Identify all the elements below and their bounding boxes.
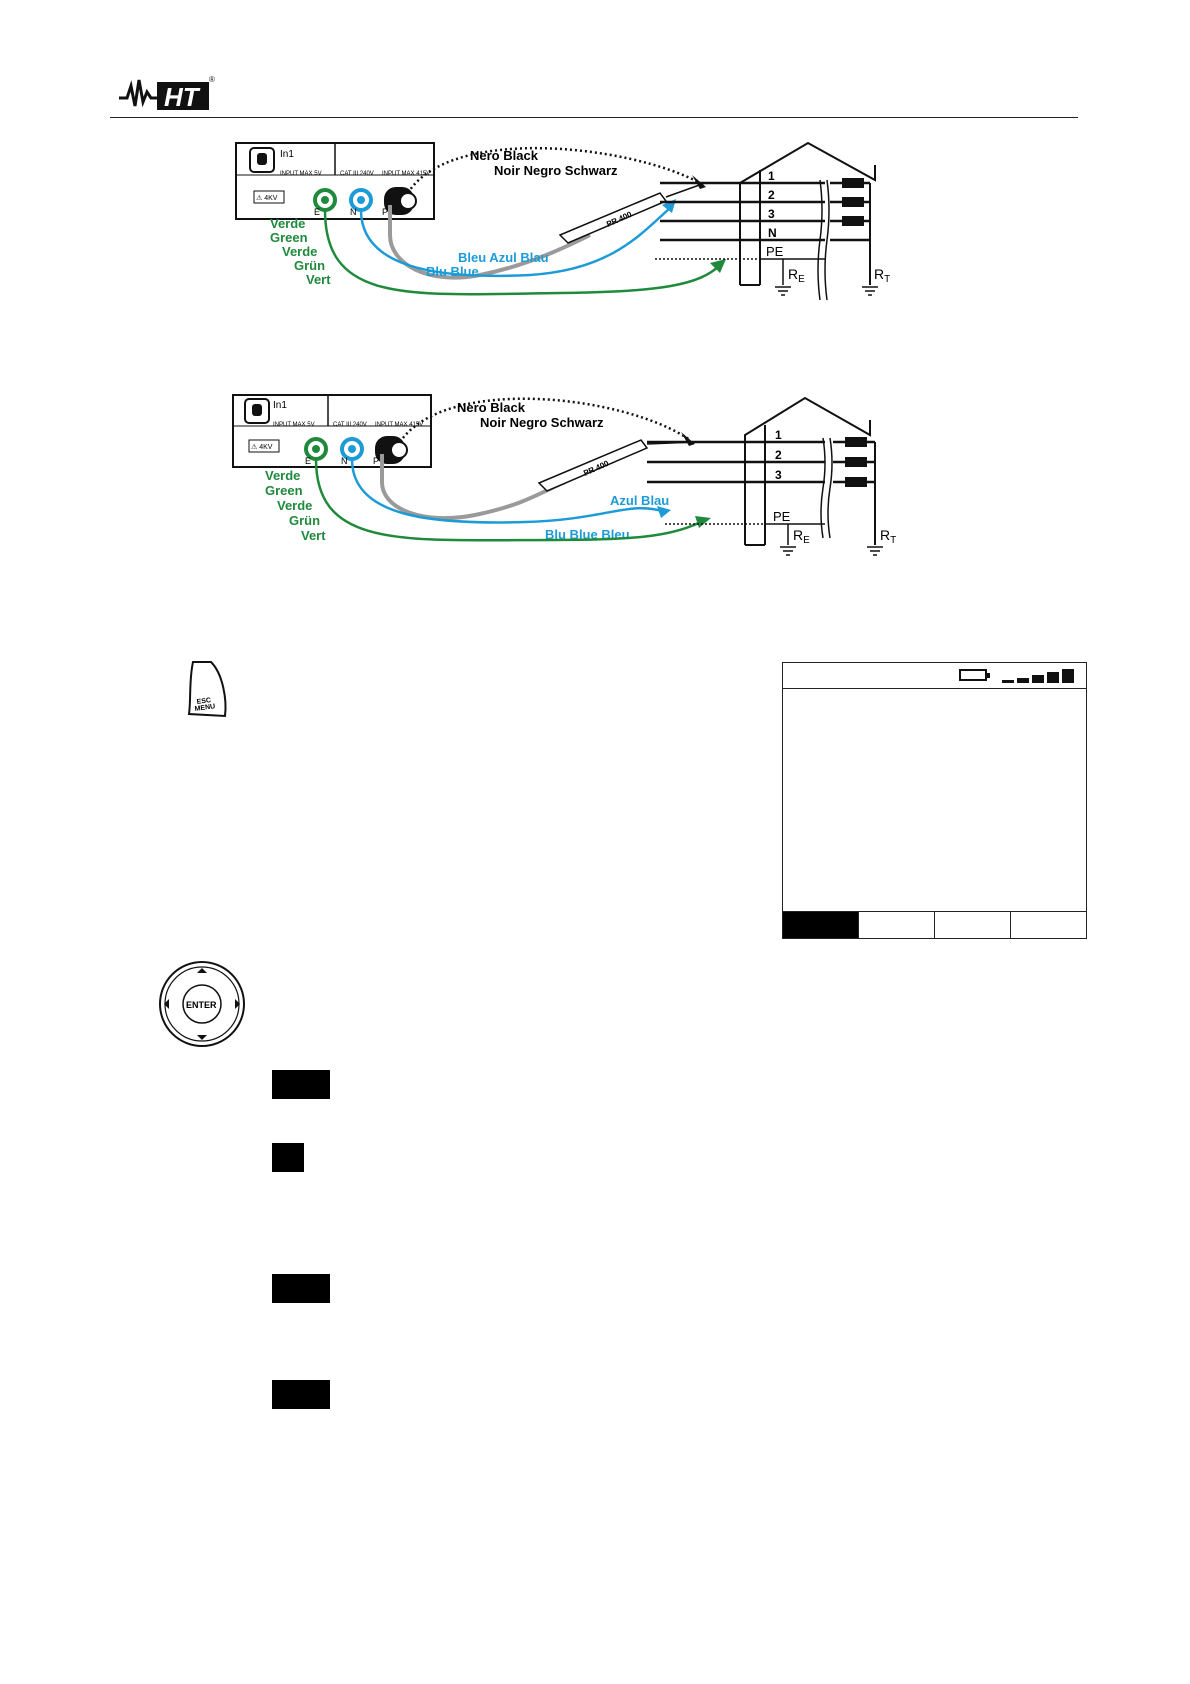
break-marks xyxy=(817,179,830,301)
svg-text:In1: In1 xyxy=(273,400,287,411)
svg-text:Verde: Verde xyxy=(277,498,312,513)
svg-text:Grün: Grün xyxy=(289,513,320,528)
earth-re-icon xyxy=(775,286,791,296)
svg-text:RE: RE xyxy=(793,527,810,546)
svg-text:Vert: Vert xyxy=(301,528,326,543)
svg-text:RT: RT xyxy=(880,527,896,546)
svg-text:N: N xyxy=(341,456,348,466)
display-status-bar xyxy=(783,663,1086,689)
svg-text:Grün: Grün xyxy=(294,258,325,273)
menu-label: MENU xyxy=(194,703,215,713)
softkey-marker-2 xyxy=(272,1143,304,1172)
esc-label: ESC xyxy=(196,697,211,706)
svg-text:P: P xyxy=(373,456,379,466)
ht-logo: HT ® xyxy=(119,75,215,112)
gray-lead xyxy=(380,454,566,520)
softkey-marker-3 xyxy=(272,1274,330,1303)
blue-lead xyxy=(350,458,666,524)
svg-text:E: E xyxy=(314,207,320,217)
green-labels: Verde Green Verde Grün Vert xyxy=(270,216,331,287)
svg-text:2: 2 xyxy=(775,448,782,462)
svg-text:1: 1 xyxy=(768,169,775,183)
svg-text:INPUT MAX 5V: INPUT MAX 5V xyxy=(273,422,315,428)
in1-label: In1 xyxy=(280,149,294,160)
black-label-1: Nero Black xyxy=(470,148,539,163)
house-outline xyxy=(744,396,871,545)
svg-text:INPUT MAX 415V: INPUT MAX 415V xyxy=(375,422,423,428)
input-max-415-label: INPUT MAX 415V xyxy=(382,171,430,177)
cat-label: CAT III 240V xyxy=(340,171,374,177)
svg-text:Green: Green xyxy=(270,230,308,245)
enter-label: ENTER xyxy=(186,1000,217,1010)
supply-lines xyxy=(660,181,825,242)
svg-text:PE: PE xyxy=(766,244,784,259)
softkey-marker-1 xyxy=(272,1070,330,1099)
blue-lead xyxy=(359,207,671,278)
svg-text:3: 3 xyxy=(775,468,782,482)
svg-text:Verde: Verde xyxy=(282,244,317,259)
svg-text:E: E xyxy=(305,456,311,466)
softkey-2[interactable] xyxy=(859,912,935,938)
green-lead xyxy=(314,458,706,542)
svg-text:P: P xyxy=(382,207,388,217)
svg-text:1: 1 xyxy=(775,428,782,442)
display-softkey-bar xyxy=(783,911,1086,938)
input-max-5v-label: INPUT MAX 5V xyxy=(280,171,322,177)
softkey-1[interactable] xyxy=(783,912,859,938)
svg-text:Nero Black: Nero Black xyxy=(457,400,526,415)
svg-text:3: 3 xyxy=(768,207,775,221)
svg-text:Noir Negro Schwarz: Noir Negro Schwarz xyxy=(480,415,604,430)
blue-label-2: Blu Blue xyxy=(426,264,479,279)
signal-bars-icon xyxy=(1002,667,1082,683)
arrow-right-icon xyxy=(235,999,240,1009)
rt-label: RT xyxy=(874,266,890,285)
svg-text:⚠ 4KV: ⚠ 4KV xyxy=(251,443,273,451)
svg-text:Verde: Verde xyxy=(270,216,305,231)
battery-icon xyxy=(959,669,990,681)
green-labels: Verde Green Verde Grün Vert xyxy=(265,468,326,543)
svg-text:Azul Blau: Azul Blau xyxy=(610,493,669,508)
green-lead xyxy=(323,209,721,296)
earth-rt-icon xyxy=(862,286,878,296)
warning-label: ⚠ 4KV xyxy=(256,194,278,202)
arrow-down-icon xyxy=(197,1035,207,1040)
svg-text:Verde: Verde xyxy=(265,468,300,483)
house-outline xyxy=(739,141,876,285)
pr400-probe xyxy=(537,439,649,492)
supply-lines-right xyxy=(830,181,870,242)
svg-text:N: N xyxy=(350,207,357,217)
svg-text:Vert: Vert xyxy=(306,272,331,287)
enter-navigation-pad-icon[interactable]: ENTER xyxy=(157,960,247,1048)
connection-diagram-1: In1 INPUT MAX 5V CAT III 240V INPUT MAX … xyxy=(235,141,890,301)
svg-text:2: 2 xyxy=(768,188,775,202)
instrument-display xyxy=(782,662,1087,939)
arrow-up-icon xyxy=(197,968,207,973)
break-marks xyxy=(820,437,833,539)
svg-text:Green: Green xyxy=(265,483,303,498)
softkey-marker-4 xyxy=(272,1380,330,1409)
black-label-2: Noir Negro Schwarz xyxy=(494,163,618,178)
arrow-left-icon xyxy=(164,999,169,1009)
svg-text:CAT III 240V: CAT III 240V xyxy=(333,422,367,428)
logo-registered-mark: ® xyxy=(209,75,215,84)
softkey-3[interactable] xyxy=(935,912,1011,938)
supply-lines xyxy=(647,440,825,484)
header-rule xyxy=(110,117,1078,118)
connection-diagram-2: In1 INPUT MAX 5V CAT III 240V INPUT MAX … xyxy=(232,394,896,556)
re-label: RE xyxy=(788,266,805,285)
earth-re-icon xyxy=(780,546,796,556)
svg-text:PE: PE xyxy=(773,509,791,524)
logo-text: HT xyxy=(164,82,201,112)
softkey-4[interactable] xyxy=(1011,912,1086,938)
earth-rt-icon xyxy=(867,546,883,556)
transformer-windings xyxy=(842,178,864,226)
blue-label-1: Bleu Azul Blau xyxy=(458,250,549,265)
esc-menu-key-icon[interactable]: ESC MENU xyxy=(185,660,230,720)
svg-text:N: N xyxy=(768,226,777,240)
transformer-windings xyxy=(845,437,867,487)
